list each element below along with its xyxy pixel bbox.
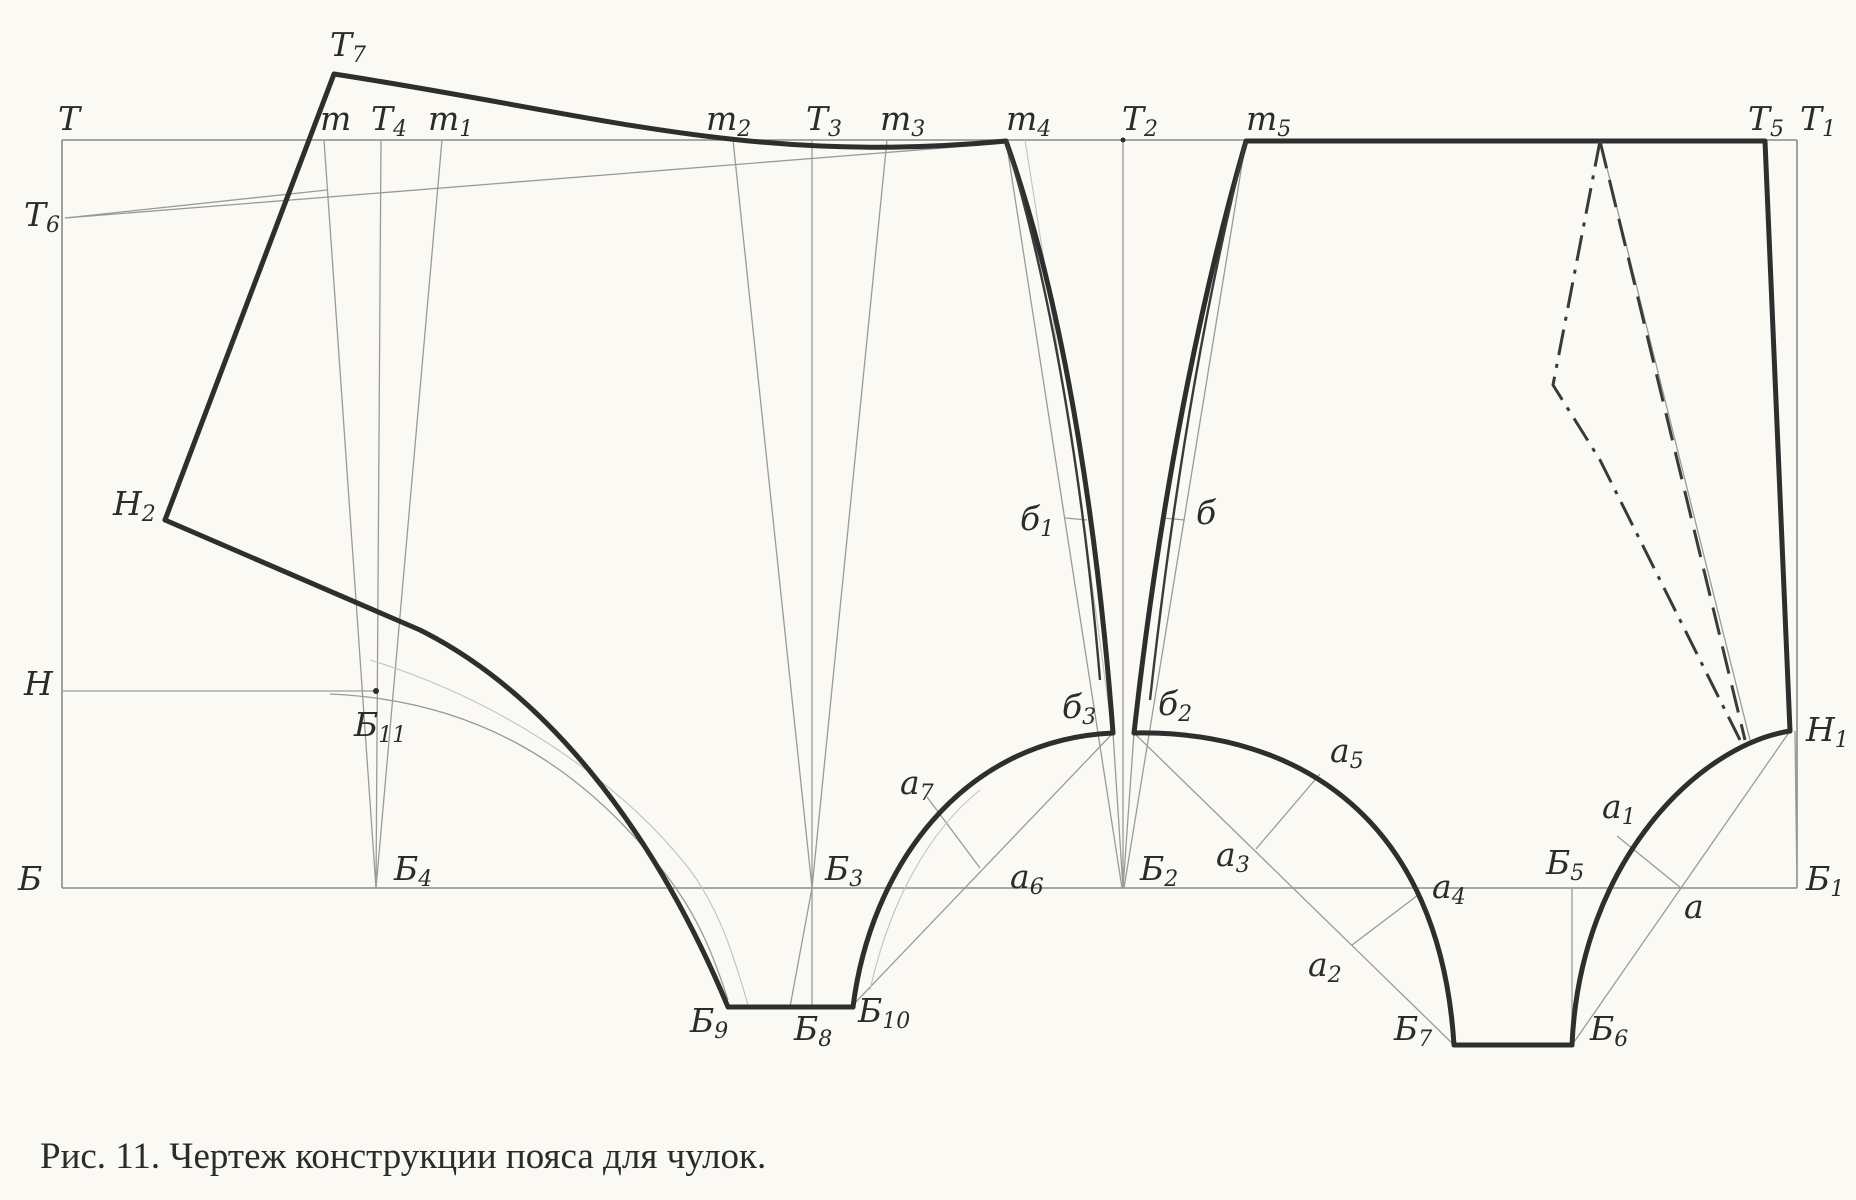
dart-dash-dot-line [1551, 140, 1742, 741]
label-b: б [1196, 493, 1217, 532]
label-T1: T1 [1800, 99, 1836, 142]
label-t5: m5 [1246, 99, 1291, 142]
label-H1: H1 [1805, 710, 1849, 753]
b3-b8-line [789, 887, 813, 1008]
label-t1: m1 [428, 99, 473, 142]
label-t4: m4 [1006, 99, 1051, 142]
a2-a4-line [1351, 894, 1419, 946]
right-piece-side-inner [1148, 140, 1248, 701]
m4-b2-line [1005, 139, 1123, 889]
construction-frame [61, 139, 1798, 889]
point-labels: T T1 T2 T3 T4 T5 T6 T7 m m1 m2 m3 m4 m5 … [17, 25, 1849, 1052]
a1-a-line [1616, 835, 1682, 889]
aux-curve-2 [869, 789, 981, 991]
label-H2: H2 [112, 484, 156, 527]
label-a6: a6 [1010, 857, 1044, 900]
right-piece-arc [1131, 730, 1575, 1048]
label-B11: Б11 [353, 705, 406, 748]
label-a4: a4 [1432, 867, 1466, 910]
aux-curve-3 [1024, 139, 1113, 734]
t6-t4-line [64, 142, 1007, 219]
a7-a6-line [926, 796, 981, 869]
label-a2: a2 [1308, 945, 1342, 988]
b3-b10-chord [852, 732, 1114, 1006]
label-a5: a5 [1330, 731, 1364, 774]
construction-lines [64, 139, 1798, 1046]
label-T5: T5 [1748, 99, 1784, 142]
dart-right-line [375, 139, 443, 889]
a3-a5-line [1255, 773, 1321, 850]
label-T6: T6 [24, 195, 60, 238]
label-b1: б1 [1020, 499, 1054, 542]
h1-b1-line [1794, 730, 1798, 889]
t4-b4-line [375, 139, 382, 889]
label-t: m [320, 99, 351, 138]
label-a3: a3 [1216, 835, 1250, 878]
label-B5: Б5 [1545, 843, 1584, 886]
label-B4: Б4 [393, 849, 432, 892]
right-piece-small-arc [1569, 728, 1793, 1048]
label-a7: a7 [900, 763, 934, 806]
dart-m3-line [811, 139, 888, 889]
left-piece-top-edge [162, 71, 1009, 523]
label-B1: Б1 [1805, 859, 1844, 902]
label-b3: б3 [1062, 687, 1096, 730]
dart-dashed-line [1598, 140, 1747, 741]
b2-line [1122, 732, 1135, 889]
label-t3: m3 [880, 99, 925, 142]
label-t2: m2 [706, 99, 751, 142]
left-piece-bottom-edge [162, 517, 856, 1010]
label-B7: Б7 [1393, 1009, 1432, 1052]
left-piece-side-inner [1004, 140, 1102, 681]
label-B3: Б3 [824, 849, 863, 892]
label-B10: Б10 [857, 991, 910, 1034]
label-T4: T4 [371, 99, 407, 142]
t6-short-line [64, 189, 328, 219]
label-B2-bottom: Б2 [1139, 849, 1178, 892]
pattern-outlines [162, 71, 1793, 1048]
label-B6: Б6 [1589, 1009, 1628, 1052]
b11-point [373, 688, 379, 694]
t2-point [1120, 137, 1126, 143]
label-b2: б2 [1158, 684, 1192, 727]
label-H: H [23, 664, 54, 703]
b11-curve [329, 693, 729, 1001]
label-B: Б [17, 859, 42, 898]
label-T: T [58, 99, 83, 138]
label-T2: T2 [1122, 99, 1158, 142]
dart-m2-line [732, 139, 813, 889]
label-a1: a1 [1602, 787, 1636, 830]
label-T7: T7 [330, 25, 366, 68]
left-piece-side [1003, 138, 1116, 736]
left-piece-arc [850, 730, 1116, 1010]
label-B8: Б8 [793, 1009, 832, 1052]
figure-caption: Рис. 11. Чертеж конструкции пояса для чу… [40, 1136, 767, 1177]
label-B9: Б9 [689, 1001, 728, 1044]
dart-left-line [323, 139, 377, 889]
label-a: a [1684, 887, 1704, 926]
b3-b2-line [1112, 732, 1124, 889]
m5-b2-line [1123, 139, 1247, 889]
aux-curve [369, 659, 749, 1006]
b2-b7-chord [1133, 732, 1455, 1046]
label-T3: T3 [806, 99, 842, 142]
